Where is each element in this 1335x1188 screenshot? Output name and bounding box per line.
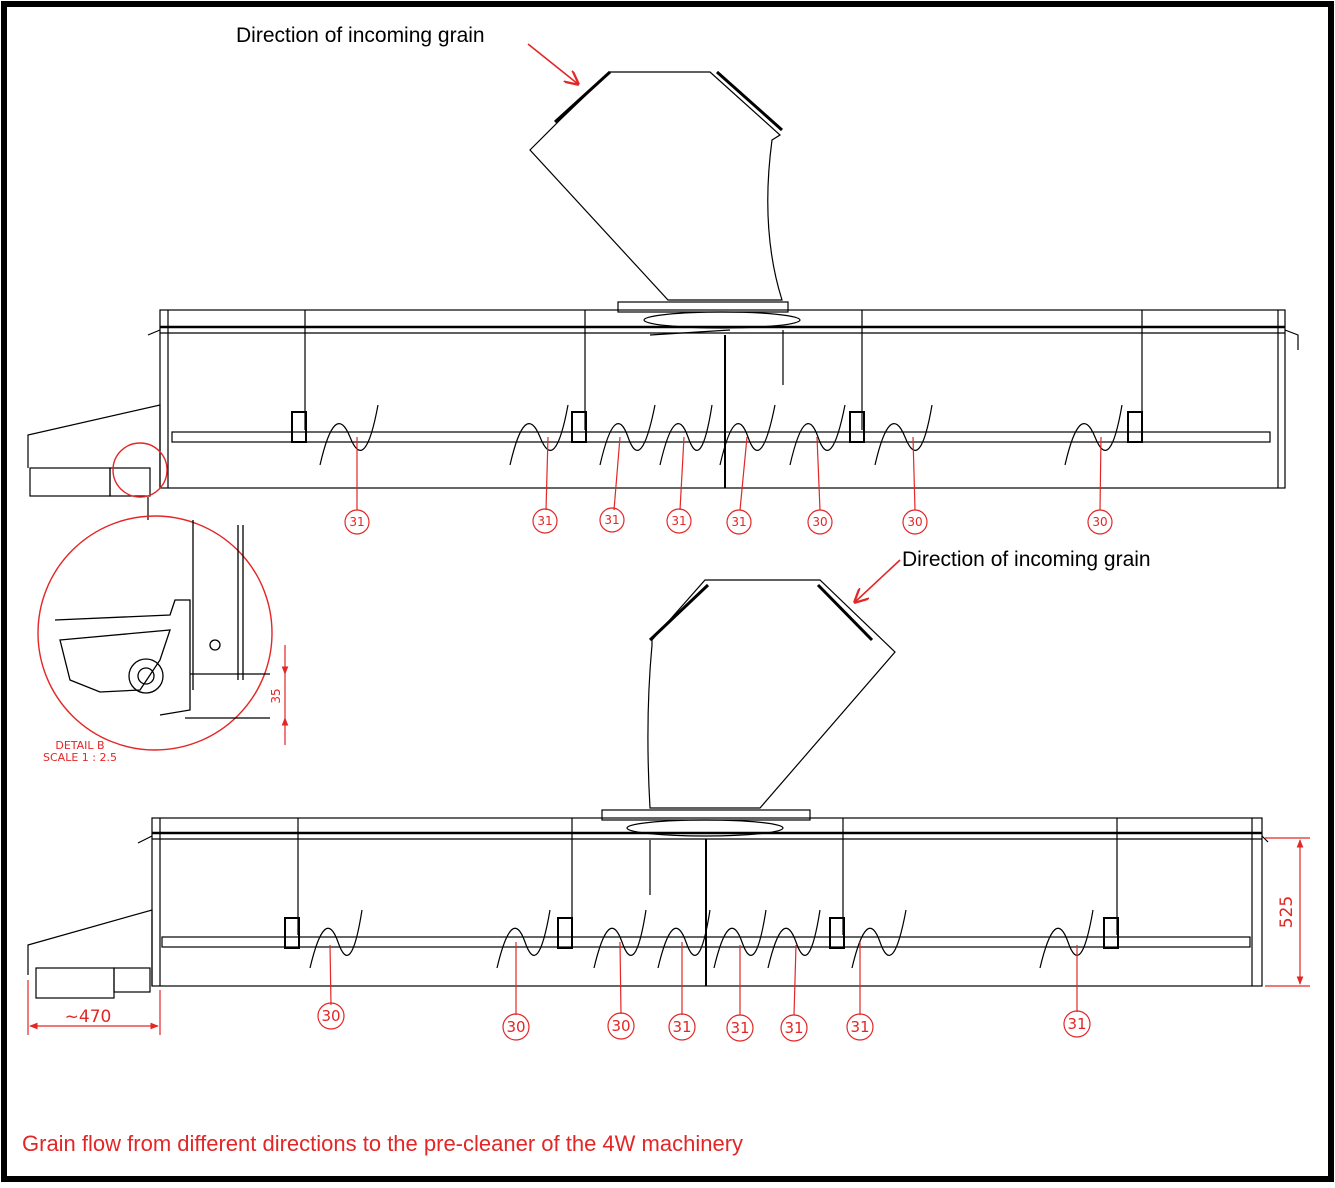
direction-arrow-bottom (855, 559, 901, 602)
detail-dimension: 35 (269, 688, 283, 703)
hopper-top (529, 71, 783, 301)
balloon-bottom-2: 30 (506, 1018, 525, 1036)
hopper-bottom (647, 579, 896, 809)
housing-top (159, 309, 1286, 489)
detail-b (37, 515, 289, 751)
balloon-bottom-1: 30 (321, 1007, 340, 1025)
balloon-top-8: 30 (1092, 515, 1107, 529)
top-assembly (27, 43, 1299, 520)
detail-title: DETAIL B (55, 739, 104, 752)
balloon-top-6: 30 (812, 515, 827, 529)
direction-arrow-top (527, 43, 578, 84)
balloon-top-7: 30 (907, 515, 922, 529)
balloon-top-1: 31 (349, 515, 364, 529)
balloon-bottom-8: 31 (1067, 1015, 1086, 1033)
top-balloons (344, 436, 1113, 535)
direction-caption-bottom: Direction of incoming grain (902, 548, 1151, 571)
balloon-bottom-4: 31 (672, 1018, 691, 1036)
balloon-top-2: 31 (537, 514, 552, 528)
figure-caption: Grain flow from different directions to … (22, 1131, 744, 1156)
balloon-bottom-5: 31 (730, 1019, 749, 1037)
balloon-top-5: 31 (731, 515, 746, 529)
bottom-balloon-labels: 30 30 30 31 31 31 31 31 (321, 1007, 1086, 1037)
bottom-assembly (27, 559, 1310, 1035)
balloon-bottom-6: 31 (784, 1019, 803, 1037)
balloon-bottom-3: 30 (611, 1017, 630, 1035)
overhang-dimension: ~470 (65, 1007, 112, 1027)
bottom-balloons (317, 941, 1091, 1042)
direction-caption-top: Direction of incoming grain (236, 24, 485, 47)
top-balloon-labels: 31 31 31 31 31 30 30 30 (349, 513, 1107, 529)
balloon-top-3: 31 (604, 513, 619, 527)
dimension-lines (29, 839, 1304, 1030)
balloon-bottom-7: 31 (850, 1018, 869, 1036)
balloon-top-4: 31 (671, 514, 686, 528)
detail-scale: SCALE 1 : 2.5 (43, 751, 117, 764)
height-dimension: 525 (1277, 896, 1297, 928)
